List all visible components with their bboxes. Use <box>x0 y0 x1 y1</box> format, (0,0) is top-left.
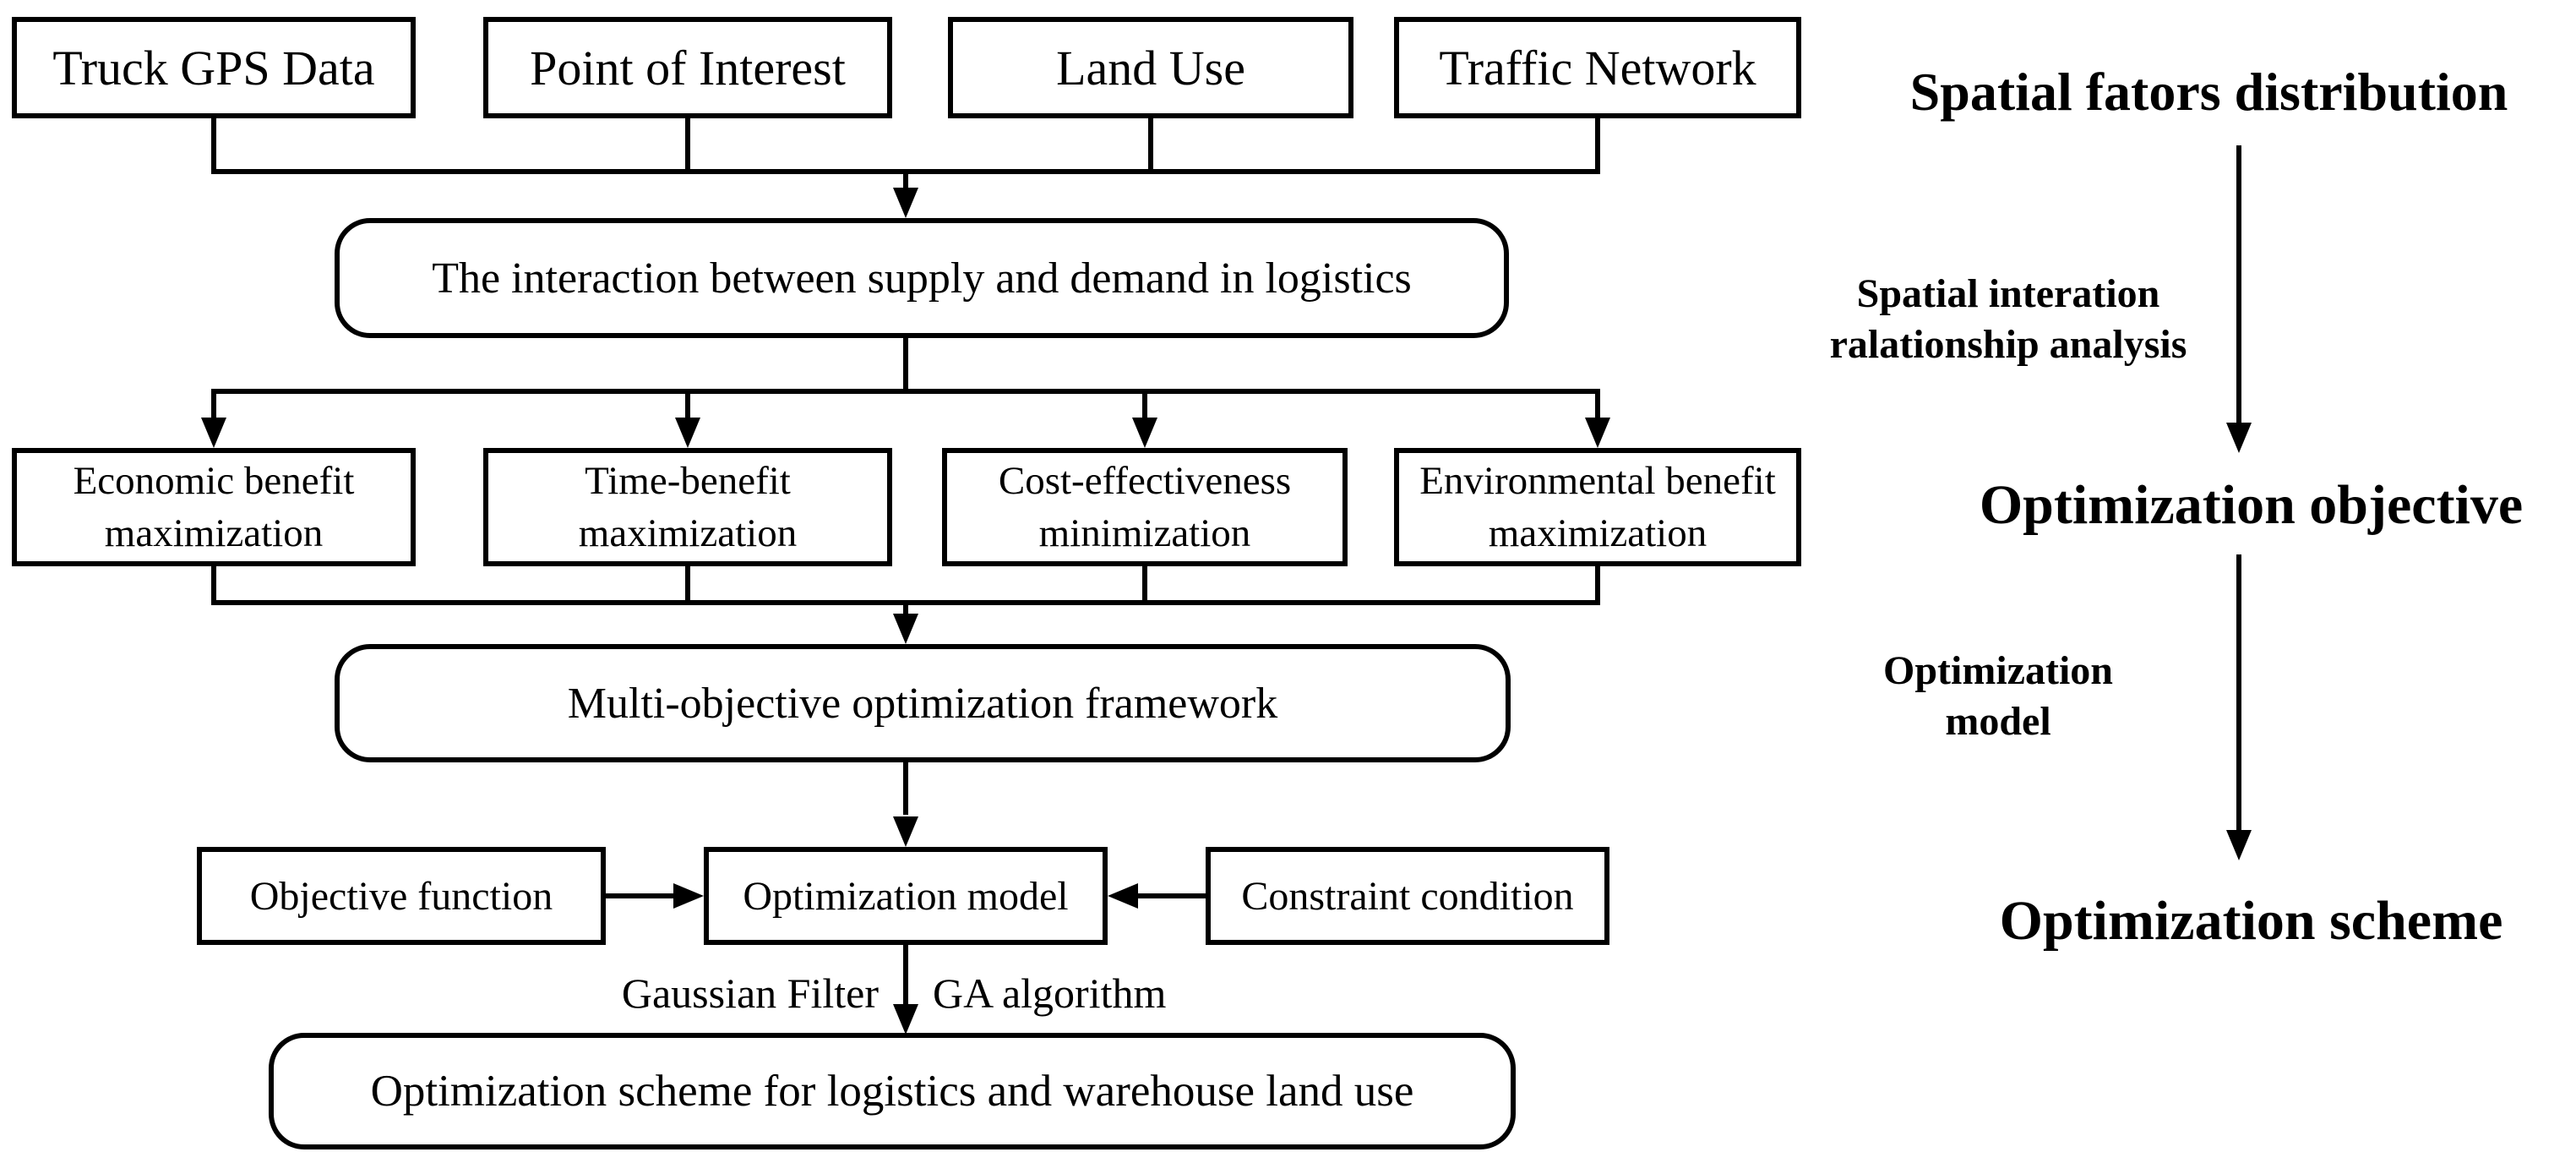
gaussian-filter-label: Gaussian Filter <box>621 969 879 1017</box>
arrowhead-down-result <box>893 1004 918 1035</box>
arrowhead-left-model <box>1108 883 1138 909</box>
result-box-label: Optimization scheme for logistics and wa… <box>370 1067 1414 1116</box>
optimization-model-box: Optimization model <box>704 847 1108 945</box>
arrowhead-down-stage2 <box>2226 423 2252 453</box>
connector-traffic-drop <box>1595 115 1600 174</box>
interaction-box: The interaction between supply and deman… <box>335 218 1509 338</box>
objective-box-line2: maximization <box>578 511 798 555</box>
connector-land-use-drop <box>1148 115 1153 174</box>
objective-box-line1: Economic benefit <box>73 459 355 503</box>
objective-box-line1: Time-benefit <box>585 459 791 503</box>
source-box-traffic-network: Traffic Network <box>1394 17 1801 118</box>
spatial-analysis-arrow-line <box>2236 145 2241 426</box>
connector-model-drop <box>903 940 908 1007</box>
stage-label-optimization-objective: Optimization objective <box>1979 474 2524 536</box>
stage-label-optimization-scheme: Optimization scheme <box>1999 890 2503 952</box>
interaction-box-label: The interaction between supply and deman… <box>432 254 1412 303</box>
arrowhead-right-model <box>673 883 704 909</box>
objective-box-cost-effectiveness: Cost-effectiveness minimization <box>942 448 1348 566</box>
arrowhead-down-objective2 <box>675 418 700 448</box>
arrowhead-down-model <box>893 816 918 847</box>
objective-box-line1: Environmental benefit <box>1419 459 1776 503</box>
connector-objective1-down <box>211 561 216 605</box>
connector-bus-to-interaction <box>903 169 908 191</box>
constraint-condition-box: Constraint condition <box>1206 847 1609 945</box>
arrow-label-spatial-relationship: Spatial interation ralationship analysis <box>1791 269 2225 370</box>
objective-box-environmental: Environmental benefit maximization <box>1394 448 1801 566</box>
source-box-point-of-interest: Point of Interest <box>483 17 892 118</box>
objective-function-box: Objective function <box>197 847 606 945</box>
connector-objective4-stub <box>1595 389 1600 421</box>
source-box-truck-gps-data: Truck GPS Data <box>12 17 416 118</box>
connector-bus-to-framework <box>903 600 908 615</box>
arrow-label-optimization-model: Optimization model <box>1816 646 2180 747</box>
arrowhead-down-objective4 <box>1585 418 1610 448</box>
objective-box-line1: Cost-effectiveness <box>998 459 1292 503</box>
optimization-model-arrow-line <box>2236 554 2241 833</box>
connector-objective-function-arrow <box>604 893 677 898</box>
connector-objective1-stub <box>211 389 216 421</box>
objective-function-label: Objective function <box>249 873 553 919</box>
source-box-land-use: Land Use <box>948 17 1353 118</box>
objective-box-economic: Economic benefit maximization <box>12 448 416 566</box>
objective-box-line2: maximization <box>104 511 324 555</box>
source-box-label: Point of Interest <box>530 40 846 96</box>
connector-objective2-down <box>685 561 690 605</box>
connector-interaction-drop <box>903 333 908 394</box>
source-box-label: Land Use <box>1056 40 1245 96</box>
ga-algorithm-label: GA algorithm <box>933 969 1167 1017</box>
arrowhead-down-objective3 <box>1132 418 1157 448</box>
connector-framework-drop <box>903 757 908 815</box>
connector-objective3-down <box>1142 561 1147 605</box>
arrowhead-down-stage3 <box>2226 830 2252 860</box>
connector-constraint-arrow <box>1136 893 1207 898</box>
connector-objective3-stub <box>1142 389 1147 421</box>
arrow-label-line2: model <box>1945 699 2051 744</box>
constraint-condition-label: Constraint condition <box>1241 873 1574 919</box>
source-box-label: Truck GPS Data <box>52 40 375 96</box>
framework-box: Multi-objective optimization framework <box>335 644 1511 762</box>
objective-box-time-benefit: Time-benefit maximization <box>483 448 892 566</box>
arrowhead-down-framework <box>893 614 918 644</box>
arrow-label-line1: Spatial interation <box>1856 271 2160 316</box>
arrowhead-down-interaction <box>893 188 918 218</box>
objective-box-line2: maximization <box>1488 511 1707 555</box>
connector-objective2-stub <box>685 389 690 421</box>
connector-objective4-down <box>1595 561 1600 605</box>
arrow-label-line1: Optimization <box>1883 648 2113 693</box>
arrow-label-line2: ralationship analysis <box>1829 322 2187 367</box>
result-box: Optimization scheme for logistics and wa… <box>269 1033 1516 1149</box>
objective-box-line2: minimization <box>1038 511 1251 555</box>
arrowhead-down-objective1 <box>201 418 226 448</box>
connector-truck-gps-drop <box>211 115 216 174</box>
stage-label-spatial-factors: Spatial fators distribution <box>1909 62 2508 122</box>
optimization-model-label: Optimization model <box>743 873 1069 919</box>
connector-poi-drop <box>685 115 690 174</box>
source-box-label: Traffic Network <box>1439 40 1756 96</box>
framework-box-label: Multi-objective optimization framework <box>567 679 1278 728</box>
connector-objectives-bus <box>211 389 1600 394</box>
